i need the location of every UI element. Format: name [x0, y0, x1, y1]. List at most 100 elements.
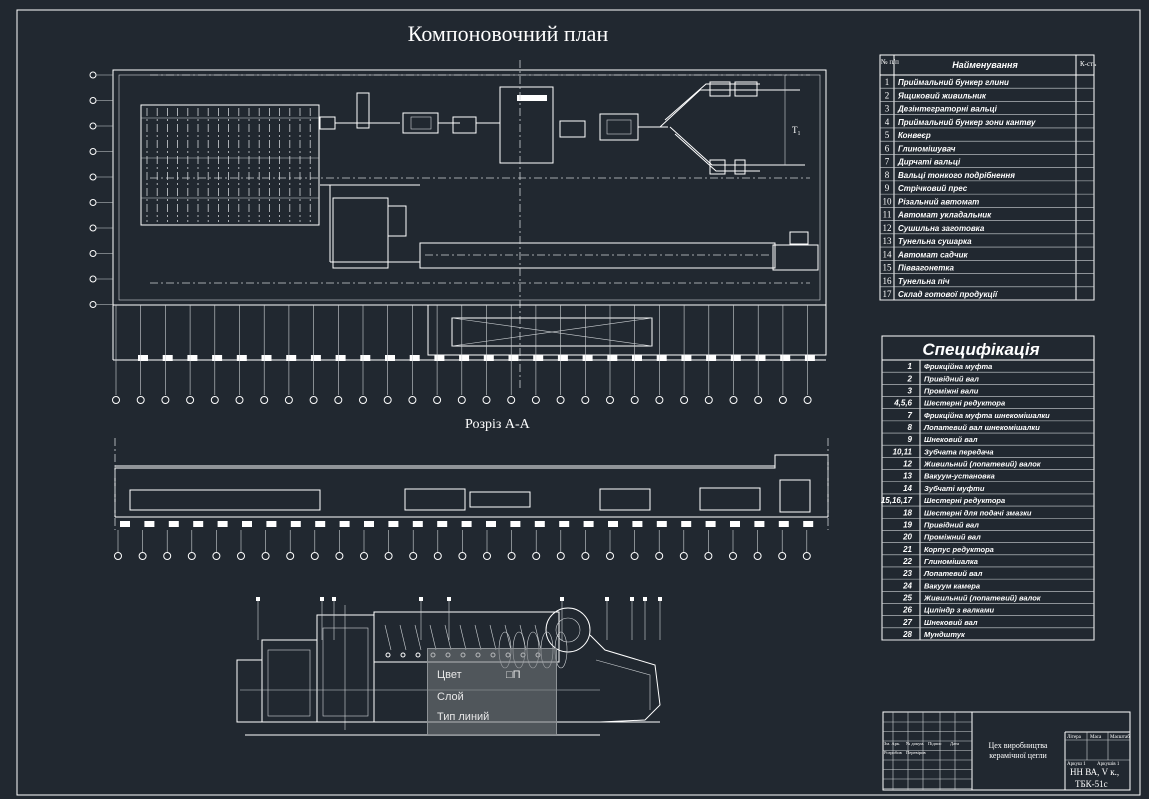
axis-marker — [187, 552, 196, 560]
spec-row-number: 25 — [902, 593, 912, 602]
popup-item-linetype[interactable]: Тип линий — [437, 711, 490, 723]
equipment-row-name: Різальний автомат — [898, 197, 979, 206]
axis-marker — [310, 552, 319, 560]
spec-row-number: 20 — [902, 533, 912, 542]
axis-marker — [556, 396, 565, 404]
spec-row-number: 10,11 — [893, 447, 913, 456]
spec-row-name: Шестерні для подачі змазки — [924, 508, 1032, 517]
equipment-row-number: 7 — [885, 157, 890, 167]
tb-signature-label: Зм. Арк. — [884, 741, 900, 746]
popup-hint-text: □П — [506, 669, 521, 681]
equipment-row-name: Тунельна піч — [898, 277, 950, 286]
axis-marker — [112, 396, 120, 404]
axis-marker — [778, 396, 787, 404]
equipment-row-number: 9 — [885, 183, 890, 193]
diagonal-label: Т₁ — [792, 125, 801, 135]
equipment-row-number: 17 — [883, 289, 893, 299]
equipment-row-name: Тунельна сушарка — [898, 237, 972, 246]
equipment-row-name: Сушильна заготовка — [898, 224, 985, 233]
axis-marker — [507, 552, 516, 560]
tb-signature-label: Дата — [950, 741, 959, 746]
spec-row-number: 15,16,17 — [881, 496, 913, 505]
equipment-row-number: 13 — [883, 236, 893, 246]
equipment-row-name: Автомат укладальник — [897, 211, 992, 220]
equipment-row-number: 3 — [885, 104, 890, 114]
axis-marker — [581, 396, 590, 404]
equipment-row-number: 1 — [885, 77, 890, 87]
spec-row-name: Шнековий вал — [924, 435, 978, 444]
axis-marker — [753, 552, 762, 560]
tb-cell-arkush: Аркуш 1 — [1067, 762, 1086, 767]
axis-marker — [286, 552, 295, 560]
axis-marker — [261, 552, 270, 560]
axis-marker — [163, 552, 172, 560]
equipment-row-number: 4 — [885, 117, 890, 127]
axis-marker — [433, 552, 442, 560]
equipment-row-number: 15 — [883, 263, 893, 273]
axis-marker — [383, 396, 392, 404]
axis-marker — [114, 552, 122, 560]
axis-marker — [433, 396, 442, 404]
equipment-row-name: Автомат садчик — [897, 250, 968, 259]
axis-marker — [409, 552, 418, 560]
tb-cell-masshtab: Масштаб — [1110, 735, 1130, 740]
equipment-row-number: 6 — [885, 143, 890, 153]
layout-plan: Т₁ — [89, 60, 827, 404]
sheet-frame — [16, 9, 1141, 796]
tb-signature-label: Перевірив — [906, 750, 926, 755]
spec-row-name: Зубчаті муфти — [924, 484, 985, 493]
equipment-row-number: 10 — [883, 196, 893, 206]
table-header-num: № п/п — [881, 58, 899, 66]
spec-row-name: Мундштук — [924, 630, 966, 639]
popup-item-layer[interactable]: Слой — [437, 691, 464, 703]
spec-row-number: 13 — [903, 472, 912, 481]
axis-marker — [89, 122, 97, 130]
equipment-row-number: 12 — [883, 223, 892, 233]
spec-row-number: 28 — [902, 630, 912, 639]
tb-signature-label: Розробив — [884, 750, 902, 755]
axis-marker — [235, 396, 244, 404]
spec-row-name: Проміжний вал — [924, 533, 981, 542]
equipment-row-number: 2 — [885, 90, 890, 100]
spec-row-number: 3 — [908, 387, 913, 396]
axis-marker — [704, 396, 713, 404]
properties-popup[interactable]: Цвет Слой Тип линий □П — [427, 648, 557, 736]
specification-title: Специфікація — [922, 340, 1039, 359]
equipment-row-name: Дезінтеграторні вальці — [897, 105, 998, 114]
axis-marker — [606, 396, 614, 404]
equipment-row-name: Ящиковий живильник — [897, 91, 987, 100]
spec-row-name: Шнековий вал — [924, 618, 978, 627]
equipment-row-name: Приймальний бункер зони кантву — [898, 118, 1036, 127]
axis-marker — [384, 552, 393, 560]
equipment-row-number: 8 — [885, 170, 890, 180]
equipment-row-number: 11 — [883, 210, 892, 220]
axis-marker — [802, 552, 811, 560]
spec-row-name: Лопатевий вал шнекомішалки — [923, 423, 1040, 432]
drawing-title: Компоновочний план — [408, 21, 609, 46]
spec-row-number: 9 — [908, 435, 913, 444]
tb-cell-litera: Літера — [1067, 735, 1082, 740]
axis-marker — [334, 396, 343, 404]
tb-signature-label: Підпис — [928, 741, 942, 746]
table-header-qty: К-сть — [1080, 60, 1096, 68]
axis-marker — [408, 396, 417, 404]
popup-item-color[interactable]: Цвет — [437, 669, 462, 681]
spec-row-name: Вакуум камера — [924, 581, 980, 590]
equipment-row-name: Дирчаті вальці — [897, 158, 961, 167]
section-label: Розріз А-А — [465, 417, 531, 432]
axis-marker — [531, 396, 540, 404]
spec-row-number: 26 — [902, 606, 912, 615]
axis-marker — [483, 552, 491, 560]
axis-marker — [729, 396, 738, 404]
axis-marker — [606, 552, 614, 560]
spec-row-number: 22 — [902, 557, 912, 566]
axis-marker — [89, 301, 97, 308]
equipment-row-name: Конвеєр — [898, 131, 931, 140]
equipment-row-number: 16 — [883, 276, 893, 286]
spec-row-number: 1 — [908, 362, 913, 371]
